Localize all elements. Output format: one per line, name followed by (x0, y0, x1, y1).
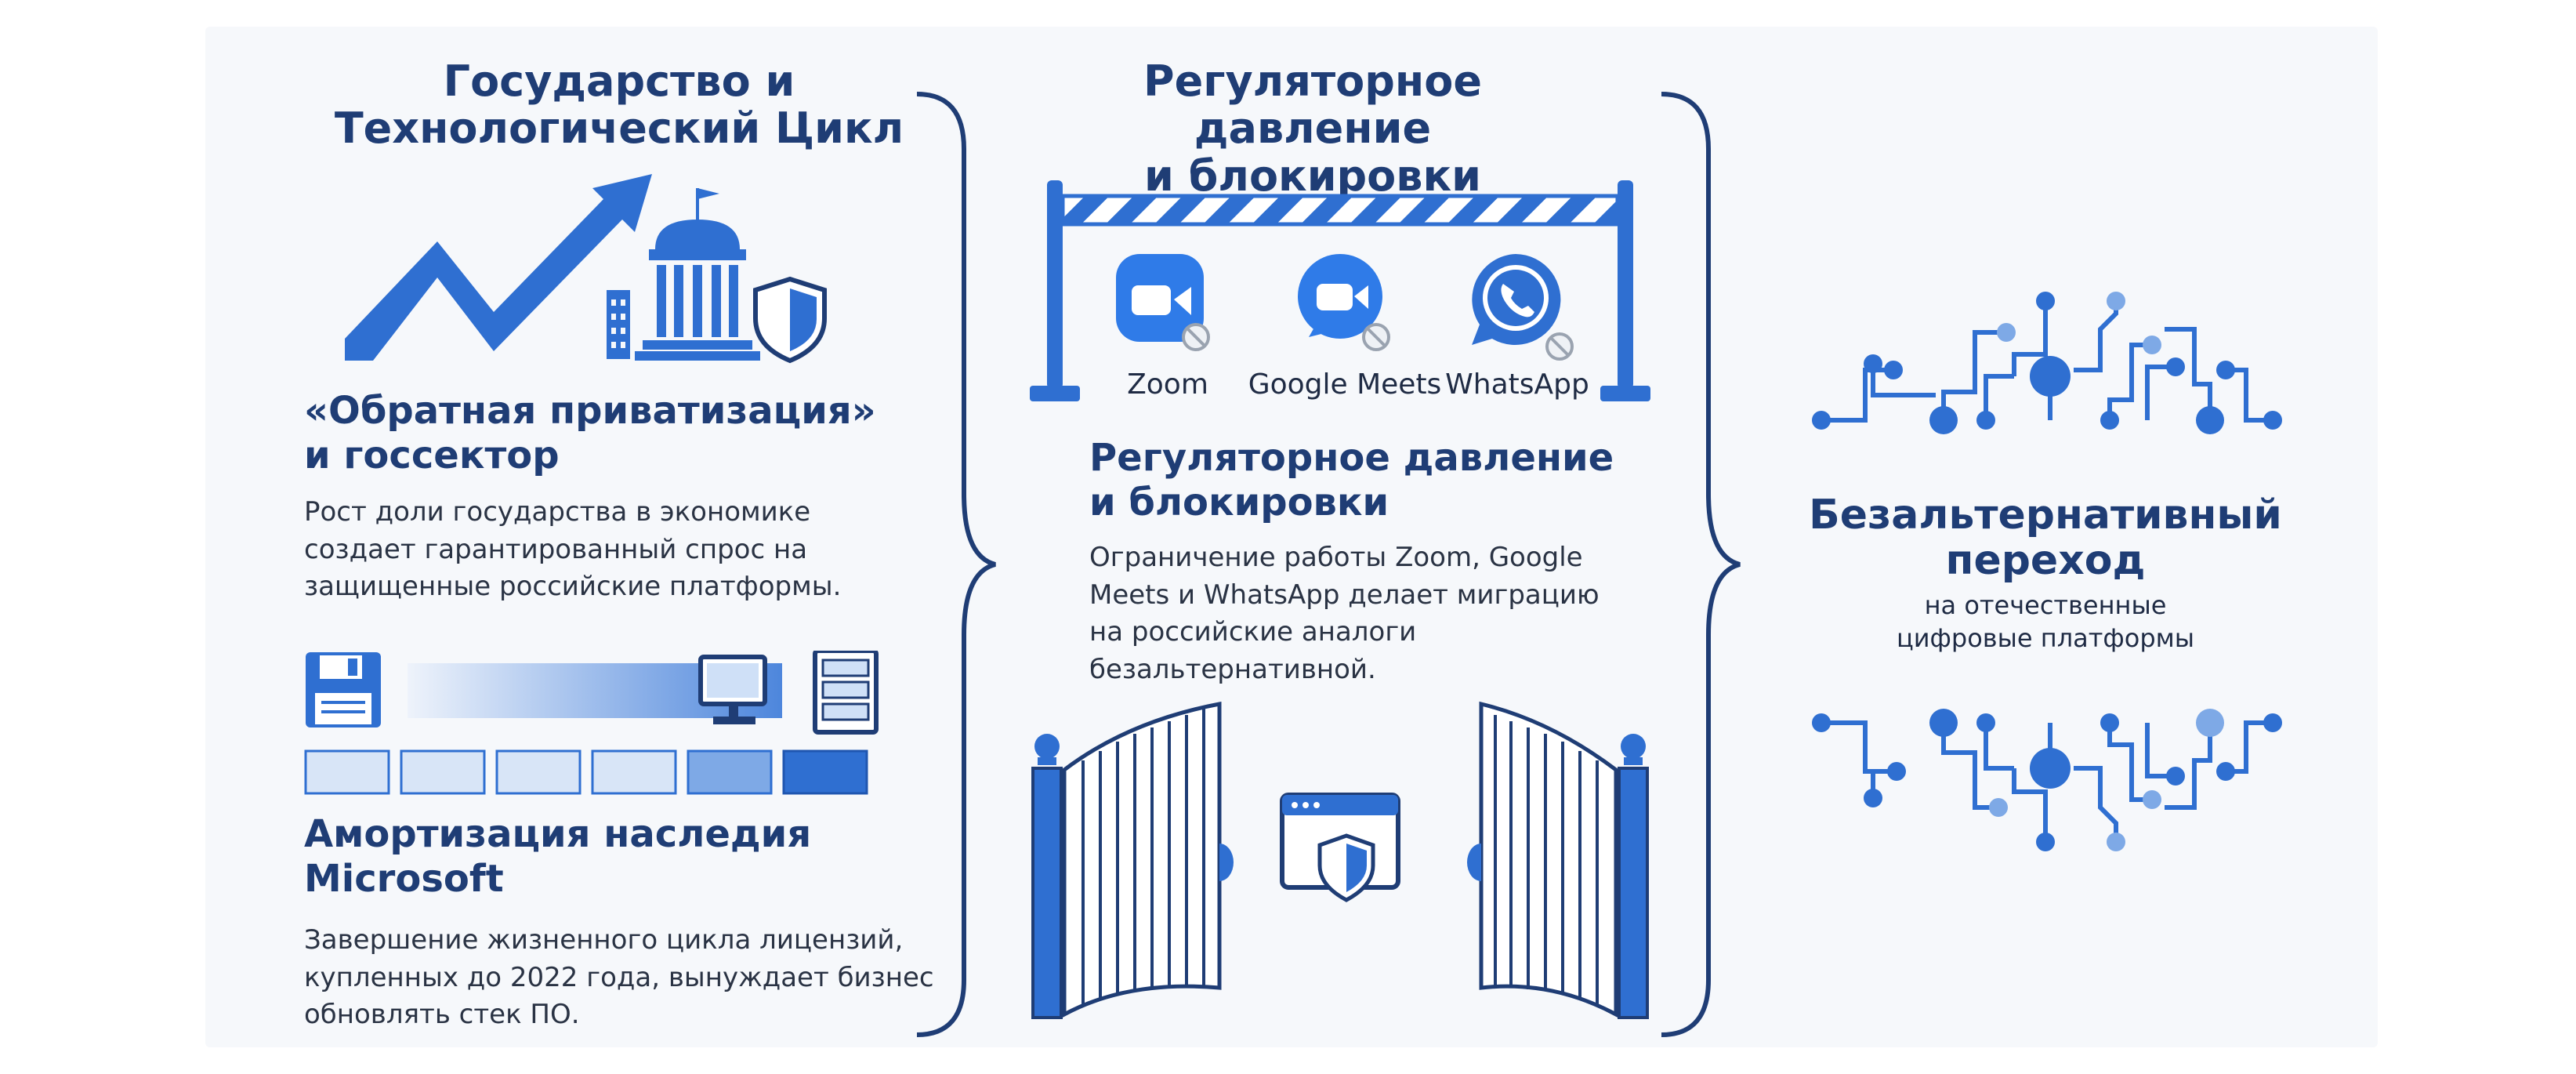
state-growth-illustration (345, 174, 827, 364)
circuit-node (2036, 292, 2055, 310)
microsoft-text: Завершение жизненного цикла лицензий, ку… (304, 922, 934, 1034)
circuit-node (1864, 354, 1882, 373)
regulatory-heading-line2: и блокировки (1089, 480, 1389, 524)
circuit-node (1887, 762, 1906, 781)
circuit-node (2030, 748, 2071, 789)
barrier-post-left (1030, 180, 1080, 401)
circuit-network-bottom (1812, 709, 2282, 851)
microsoft-heading-line1: Амортизация наследия (304, 812, 812, 856)
circuit-node (1812, 713, 1831, 732)
circuit-node (2196, 709, 2224, 737)
circuit-node (2166, 767, 2185, 786)
regulatory-text-line2: Meets и WhatsApp делает миграцию (1089, 579, 1600, 611)
circuit-node (2196, 406, 2224, 434)
timeline-segment (591, 749, 677, 795)
middle-title-line2: и блокировки (1144, 151, 1481, 201)
circuit-node (1976, 713, 1995, 732)
privatization-heading-line1: «Обратная приватизация» (304, 389, 876, 433)
barrier-striped-bar (1060, 194, 1620, 227)
timeline-segment (687, 749, 773, 795)
circuit-node (1812, 411, 1831, 430)
circuit-node (2143, 790, 2161, 809)
circuit-node (1929, 406, 1958, 434)
middle-title-line1: Регуляторное давление (1143, 56, 1482, 154)
right-curly-brace (1661, 92, 1741, 1037)
circuit-node (2263, 411, 2282, 430)
app-label-whatsapp: WhatsApp (1445, 368, 1589, 401)
google-meet-icon (1298, 254, 1390, 351)
circuit-node (1989, 798, 2008, 817)
gate-pillar-left (1031, 734, 1063, 1019)
microsoft-text-line2: купленных до 2022 года, вынуждает бизнес (304, 961, 934, 993)
timeline-segment (400, 749, 486, 795)
gate-door-left (1062, 701, 1234, 1018)
right-title-line2: переход (1945, 537, 2146, 585)
circuit-node (2143, 336, 2161, 354)
right-subtitle: на отечественные цифровые платформы (1763, 590, 2328, 655)
privatization-text-line1: Рост доли государства в экономике (304, 496, 811, 528)
microsoft-text-line3: обновлять стек ПО. (304, 999, 580, 1031)
circuit-network-top (1812, 292, 2282, 434)
circuit-node (2107, 292, 2125, 310)
circuit-node (1976, 411, 1995, 430)
regulatory-heading-line1: Регуляторное давление (1089, 436, 1614, 480)
app-label-zoom: Zoom (1127, 368, 1208, 401)
gate-pillar-right (1618, 734, 1649, 1019)
privatization-text: Рост доли государства в экономике создае… (304, 494, 841, 606)
timeline-segment (782, 749, 868, 795)
blocking-barrier-illustration (1030, 180, 1650, 401)
timeline-segment (304, 749, 390, 795)
regulatory-text-line4: безальтернативной. (1089, 653, 1376, 685)
timeline-segments (304, 749, 868, 795)
microsoft-text-line1: Завершение жизненного цикла лицензий, (304, 924, 904, 956)
middle-title: Регуляторное давление и блокировки (1019, 56, 1607, 201)
right-title-line1: Безальтернативный (1809, 492, 2282, 539)
barrier-post-right (1600, 180, 1650, 401)
circuit-node (1929, 709, 1958, 737)
left-title-line1: Государство и (443, 56, 795, 106)
zoom-video-camera-icon (1116, 254, 1210, 351)
microsoft-heading: Амортизация наследия Microsoft (304, 812, 811, 901)
regulatory-text: Ограничение работы Zoom, Google Meets и … (1089, 539, 1600, 688)
government-building-icon (607, 188, 760, 361)
privatization-text-line3: защищенные российские платформы. (304, 571, 842, 603)
circuit-node (2216, 361, 2235, 379)
regulatory-text-line3: на российские аналоги (1089, 616, 1417, 648)
microsoft-heading-line2: Microsoft (304, 856, 504, 901)
privatization-heading: «Обратная приватизация» и госсектор (304, 389, 876, 477)
regulatory-text-line1: Ограничение работы Zoom, Google (1089, 542, 1583, 573)
circuit-node (2030, 356, 2071, 397)
circuit-node (1864, 789, 1882, 807)
app-label-google-meets: Google Meets (1248, 368, 1442, 401)
whatsapp-phone-icon (1472, 254, 1574, 361)
circuit-node (1997, 323, 2016, 342)
privatization-text-line2: создает гарантированный спрос на (304, 533, 808, 565)
right-title: Безальтернативный переход (1763, 492, 2328, 585)
shield-icon (753, 276, 827, 364)
legacy-migration-illustration (304, 651, 879, 795)
floppy-disk-icon (306, 652, 381, 727)
left-curly-brace (916, 92, 996, 1037)
left-title-line2: Технологический Цикл (334, 103, 904, 154)
open-gates-illustration (1031, 701, 1649, 1019)
privatization-heading-line2: и госсектор (304, 433, 560, 477)
computer-monitor-icon (698, 655, 767, 724)
circuit-node (1884, 361, 1903, 379)
regulatory-heading: Регуляторное давление и блокировки (1089, 436, 1614, 524)
circuit-node (2100, 713, 2119, 732)
left-title: Государство и Технологический Цикл (266, 56, 972, 154)
circuit-node (2107, 833, 2125, 851)
circuit-node (2166, 357, 2185, 376)
server-icon (813, 651, 879, 735)
circuit-node (2216, 762, 2235, 781)
right-subtitle-line1: на отечественные (1924, 590, 2167, 620)
growth-arrow-icon (345, 174, 652, 361)
right-subtitle-line2: цифровые платформы (1896, 622, 2195, 653)
circuit-node (2263, 713, 2282, 732)
circuit-node (2036, 833, 2055, 851)
gate-door-right (1467, 701, 1618, 1018)
secure-browser-window-icon (1280, 793, 1400, 902)
timeline-segment (495, 749, 582, 795)
circuit-node (2100, 411, 2119, 430)
